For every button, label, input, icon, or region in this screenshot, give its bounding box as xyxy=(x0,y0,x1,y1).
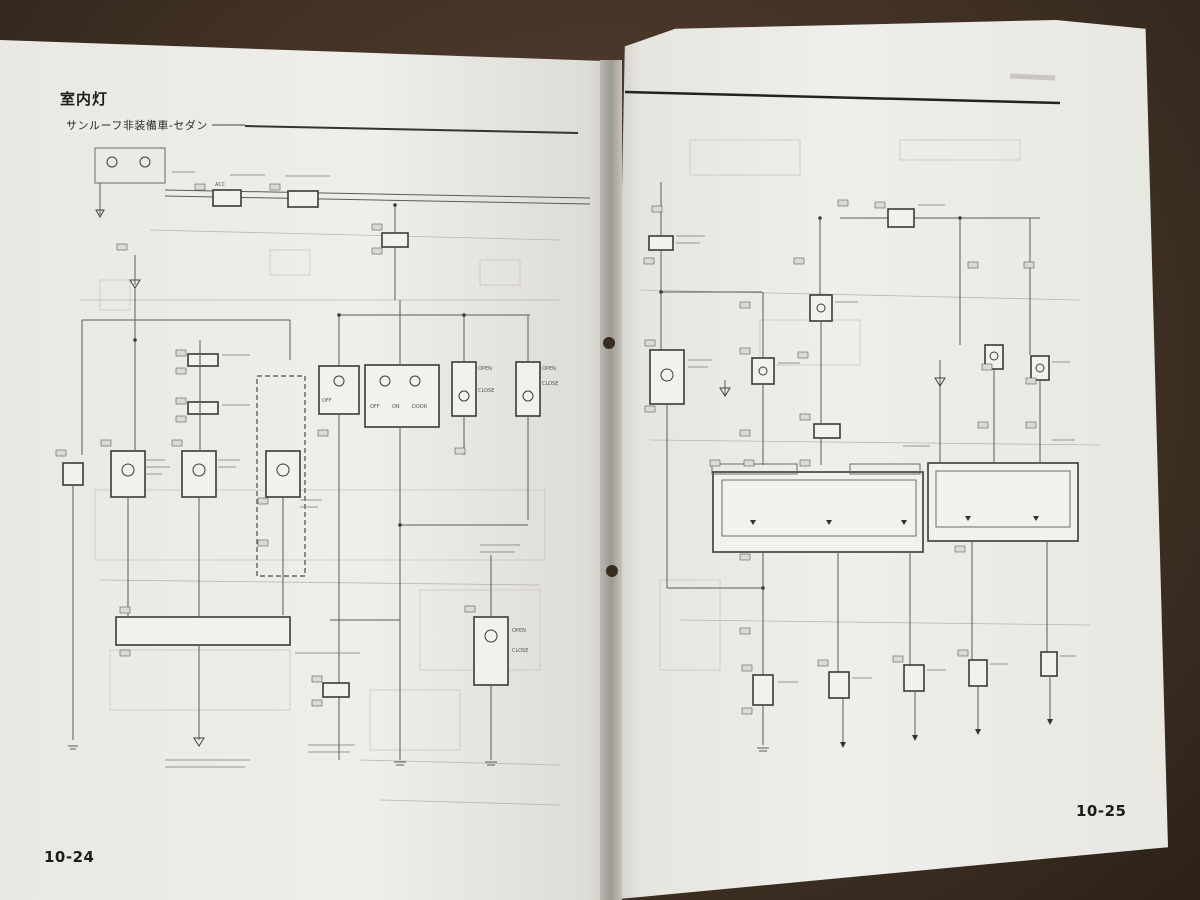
lamp-unit: OPEN CLOSE xyxy=(473,616,528,686)
svg-text:OPEN: OPEN xyxy=(542,366,556,372)
fine-print-annotations xyxy=(145,171,520,768)
left-wiring-diagram: ACC xyxy=(55,147,591,806)
lamp-unit xyxy=(1030,355,1050,381)
room-lamp-switch: OFF ON DOOR xyxy=(364,364,440,428)
binder-hole xyxy=(603,337,615,349)
svg-text:CLOSE: CLOSE xyxy=(512,648,528,654)
right-page-number: 10-25 xyxy=(1076,802,1127,820)
lamp-unit xyxy=(751,357,775,385)
svg-text:CLOSE: CLOSE xyxy=(478,388,494,394)
svg-text:ON: ON xyxy=(392,404,400,410)
connector-tags xyxy=(55,183,476,707)
svg-text:OFF: OFF xyxy=(370,404,380,410)
connector-tags xyxy=(643,199,1037,715)
fine-print-annotations xyxy=(676,73,1076,683)
control-unit xyxy=(712,471,924,553)
lamp-unit xyxy=(649,349,685,405)
lamp-unit xyxy=(62,462,84,740)
right-page xyxy=(608,20,1168,900)
ground-symbol xyxy=(68,745,78,750)
page-title: 室内灯 xyxy=(60,90,109,108)
fuse-box xyxy=(94,147,166,184)
ground-symbol xyxy=(757,747,769,752)
ground-symbol xyxy=(485,761,497,766)
lamp-unit xyxy=(181,450,217,620)
switch-unit: OPEN CLOSE xyxy=(515,361,558,417)
svg-text:OPEN: OPEN xyxy=(512,628,526,634)
book-gutter xyxy=(600,60,622,900)
svg-text:CLOSE: CLOSE xyxy=(542,381,558,387)
control-unit xyxy=(927,462,1079,542)
lamp-unit xyxy=(809,294,833,322)
ground-symbol xyxy=(394,761,406,766)
binder-hole xyxy=(606,565,618,577)
left-page-number: 10-24 xyxy=(44,848,95,866)
diagram-subtitle: サンルーフ非装備車-セダン xyxy=(62,117,212,133)
svg-text:OFF: OFF xyxy=(322,398,332,404)
dashed-module xyxy=(256,375,306,577)
svg-text:OPEN: OPEN xyxy=(478,366,492,372)
junction-connector xyxy=(115,616,291,646)
lamp-unit xyxy=(265,450,301,615)
svg-text:ACC: ACC xyxy=(215,182,226,188)
lamp-unit xyxy=(110,450,146,620)
svg-text:DOOR: DOOR xyxy=(412,404,428,410)
faint-background-lines xyxy=(639,139,1101,671)
